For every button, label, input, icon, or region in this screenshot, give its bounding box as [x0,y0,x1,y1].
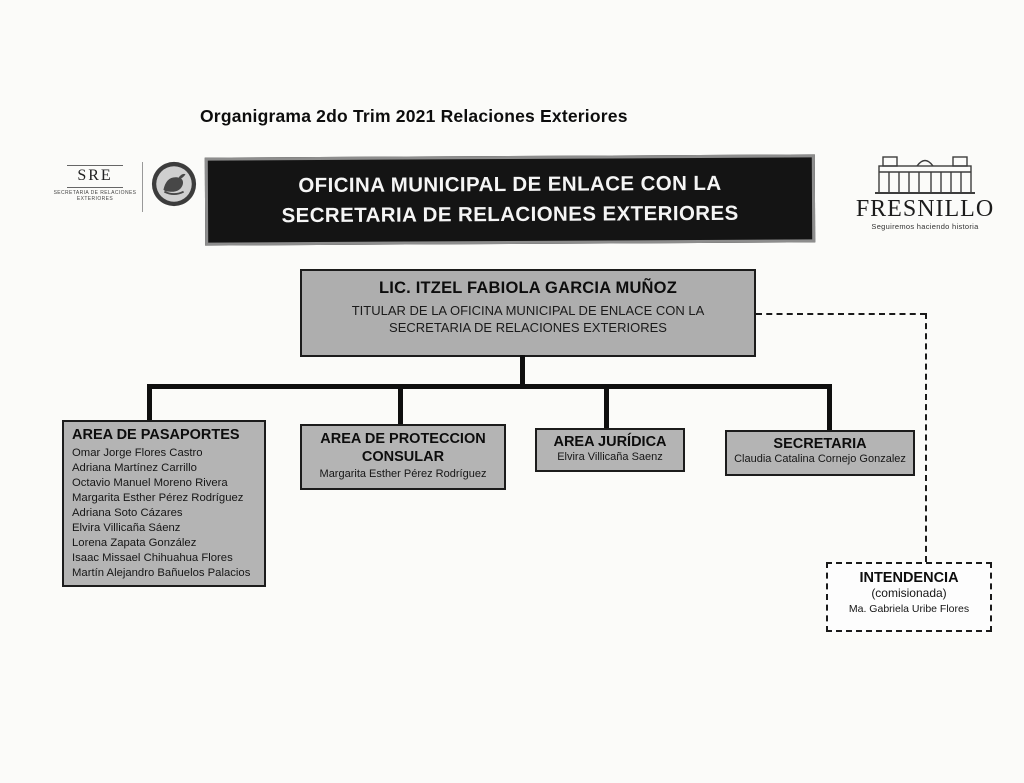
member-name: Margarita Esther Pérez Rodríguez [72,492,244,504]
dept-box-area-de-proteccion-consular: AREA DE PROTECCION CONSULAR Margarita Es… [300,424,506,490]
intendencia-box: INTENDENCIA (comisionada) Ma. Gabriela U… [826,562,992,632]
dept-box-area-juridica: AREA JURÍDICA Elvira Villicaña Saenz [535,428,685,472]
member-name: Lorena Zapata González [72,537,197,549]
intendencia-title: INTENDENCIA [859,570,959,586]
member-name: Adriana Soto Cázares [72,507,183,519]
intendencia-member: Ma. Gabriela Uribe Flores [848,603,970,615]
sre-logo: SRE SECRETARIA DE RELACIONES EXTERIORES [52,165,138,202]
member-name: Martín Alejandro Bañuelos Palacios [72,567,251,579]
member-name: Elvira Villicaña Saenz [557,451,663,463]
dept-title: AREA DE PASAPORTES [72,427,240,443]
dept-title: AREA JURÍDICA [553,434,667,450]
member-name: Omar Jorge Flores Castro [72,447,203,459]
member-name: Octavio Manuel Moreno Rivera [72,477,228,489]
header-line-2: SECRETARIA DE RELACIONES EXTERIORES [281,201,739,228]
member-name: Isaac Missael Chihuahua Flores [72,552,233,564]
connector-stem [520,355,525,387]
director-box: LIC. ITZEL FABIOLA GARCIA MUÑOZ TITULAR … [300,269,756,357]
dept-box-area-de-pasaportes: AREA DE PASAPORTES Omar Jorge Flores Cas… [62,420,266,587]
connector-drop-juridica [604,387,609,428]
sre-caption: SECRETARIA DE RELACIONES EXTERIORES [53,190,137,202]
page-title: Organigrama 2do Trim 2021 Relaciones Ext… [200,106,628,126]
header-line-1: OFICINA MUNICIPAL DE ENLACE CON LA [298,171,722,198]
connector-drop-pasaportes [147,387,152,420]
intendencia-subtitle: (comisionada) [871,586,947,600]
director-subtitle-line-1: TITULAR DE LA OFICINA MUNICIPAL DE ENLAC… [351,303,705,318]
dept-title: AREA DE PROTECCION CONSULAR [320,431,486,465]
dept-box-secretaria: SECRETARIA Claudia Catalina Cornejo Gonz… [725,430,915,476]
member-name: Adriana Martínez Carrillo [72,462,197,474]
connector-horizontal [147,384,832,389]
director-subtitle-line-2: SECRETARIA DE RELACIONES EXTERIORES [389,320,667,335]
fresnillo-logo: FRESNILLO Seguiremos haciendo historia [845,152,1005,231]
member-name: Margarita Esther Pérez Rodríguez [319,468,487,480]
dashed-connector-vertical [925,313,927,562]
connector-drop-consular [398,387,403,424]
fresnillo-tagline: Seguiremos haciendo historia [871,222,979,231]
fresnillo-wordmark: FRESNILLO [855,196,995,222]
connector-drop-secretaria [827,387,832,430]
mexico-coat-of-arms-icon [150,160,198,208]
main-header-box: OFICINA MUNICIPAL DE ENLACE CON LA SECRE… [204,154,816,246]
sre-acronym: SRE [67,165,123,188]
member-name: Claudia Catalina Cornejo Gonzalez [734,453,906,465]
sre-logo-divider [142,162,143,212]
director-name: LIC. ITZEL FABIOLA GARCIA MUÑOZ [379,279,677,297]
dashed-connector-horizontal [756,313,926,315]
member-name: Elvira Villicaña Sáenz [72,522,181,534]
dept-title: SECRETARIA [773,436,867,452]
building-icon [875,156,975,194]
